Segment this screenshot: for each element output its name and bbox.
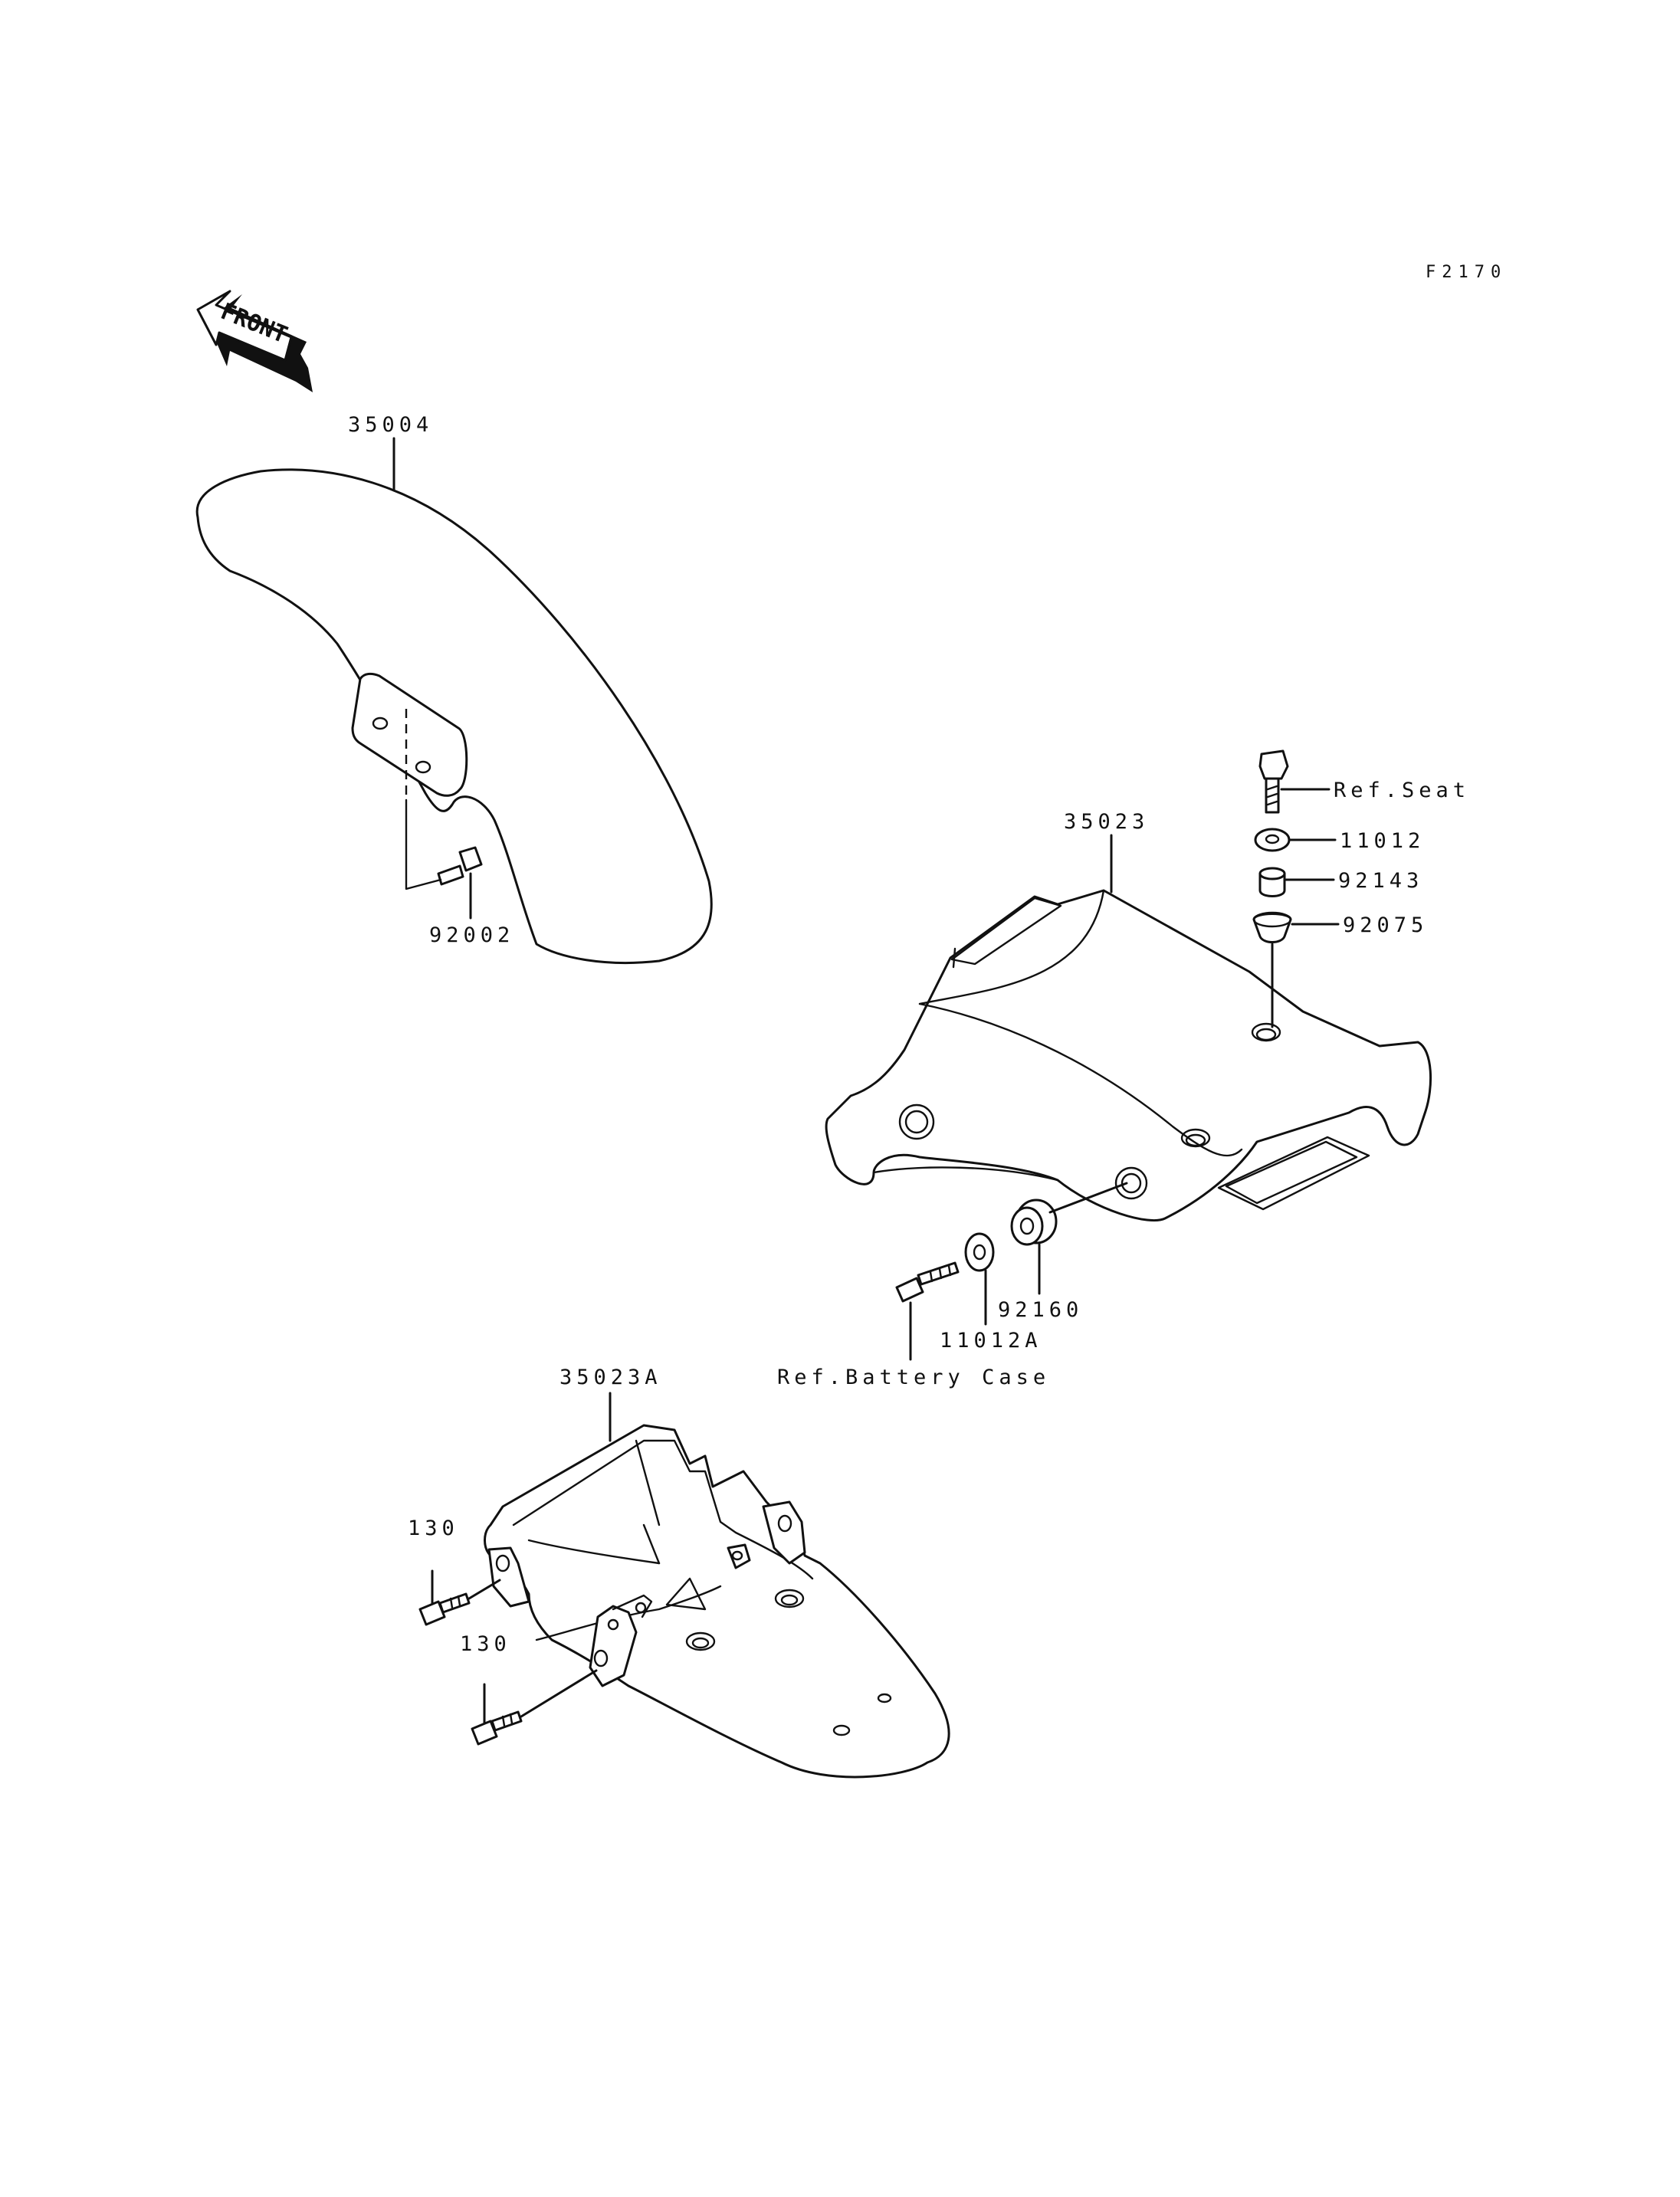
leader-130-upper-to-bracket (468, 1579, 501, 1600)
label-11012: 11012 (1340, 829, 1425, 853)
label-130-lower: 130 (460, 1632, 511, 1656)
label-ref-seat: Ref.Seat (1334, 779, 1470, 802)
front-fender (195, 468, 713, 965)
label-92160: 92160 (998, 1298, 1083, 1322)
label-35023: 35023 (1064, 810, 1149, 834)
figure-code: F2170 (1426, 263, 1507, 282)
battery-case-bolt-icon (895, 1261, 960, 1303)
label-35023a: 35023A (559, 1366, 662, 1389)
bolt-130-upper-icon (418, 1592, 471, 1626)
label-92143: 92143 (1338, 869, 1423, 893)
label-130-upper: 130 (408, 1517, 459, 1540)
leader-92002-bracket (405, 798, 442, 890)
grommet-92160-icon (1010, 1199, 1058, 1246)
label-92075: 92075 (1343, 913, 1428, 937)
label-35004: 35004 (348, 413, 433, 437)
leader-92160-to-fender (1048, 1182, 1128, 1214)
seat-bolt-icon (1258, 749, 1289, 814)
grommet-92075-icon (1252, 911, 1292, 943)
rear-fender-front (825, 889, 1432, 1222)
collar-92143-icon (1258, 867, 1286, 897)
leader-130-lower-to-bracket (520, 1669, 598, 1718)
label-92002: 92002 (429, 923, 514, 947)
label-ref-battery-case: Ref.Battery Case (777, 1366, 1050, 1389)
rear-fender-rear (484, 1424, 950, 1779)
washer-11012-icon (1254, 828, 1291, 852)
bolt-92002-icon (437, 846, 483, 886)
front-arrow-icon: FRONT (196, 290, 313, 392)
washer-11012a-icon (964, 1232, 995, 1272)
bolt-130-lower-icon (471, 1710, 523, 1746)
label-11012a: 11012A (940, 1329, 1042, 1353)
